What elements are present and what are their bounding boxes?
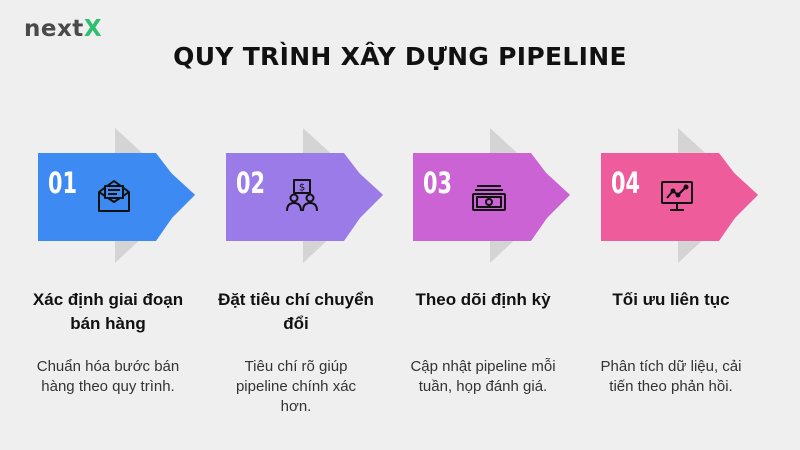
step-4-description: Phân tích dữ liệu, cải tiến theo phản hồ… — [600, 358, 742, 395]
step-2-heading: Đặt tiêu chí chuyển đổi — [218, 290, 374, 333]
step-number: 03 — [423, 166, 453, 200]
step-4-heading: Tối ưu liên tục — [612, 290, 730, 309]
step-4-arrow: 04 — [601, 128, 800, 263]
envelope-open-icon — [98, 180, 130, 212]
svg-text:$: $ — [299, 183, 305, 194]
step-1-heading: Xác định giai đoạn bán hàng — [32, 290, 184, 333]
dollar-presentation-people-icon: $ — [286, 179, 318, 212]
brand-logo: nextX — [24, 16, 102, 42]
monitor-line-chart-icon — [661, 181, 693, 211]
logo-accent-text: X — [83, 16, 103, 42]
step-2-arrow: 02 $ — [226, 128, 426, 263]
money-bills-icon — [472, 185, 506, 211]
step-3-heading: Theo dõi định kỳ — [415, 290, 551, 309]
step-3-arrow: 03 — [413, 128, 613, 263]
step-number: 01 — [48, 166, 78, 200]
step-3-description: Cập nhật pipeline mỗi tuần, họp đánh giá… — [410, 358, 556, 395]
step-1-arrow: 01 — [38, 128, 238, 263]
arrow-shape — [601, 128, 759, 263]
step-number: 02 — [236, 166, 266, 200]
step-2-description: Tiêu chí rõ giúp pipeline chính xác hơn. — [235, 358, 357, 415]
arrow-shape — [226, 128, 384, 263]
step-number: 04 — [611, 166, 641, 200]
logo-main-text: next — [24, 16, 84, 42]
page-title: QUY TRÌNH XÂY DỰNG PIPELINE — [173, 42, 627, 71]
step-1-description: Chuẩn hóa bước bán hàng theo quy trình. — [36, 358, 180, 395]
